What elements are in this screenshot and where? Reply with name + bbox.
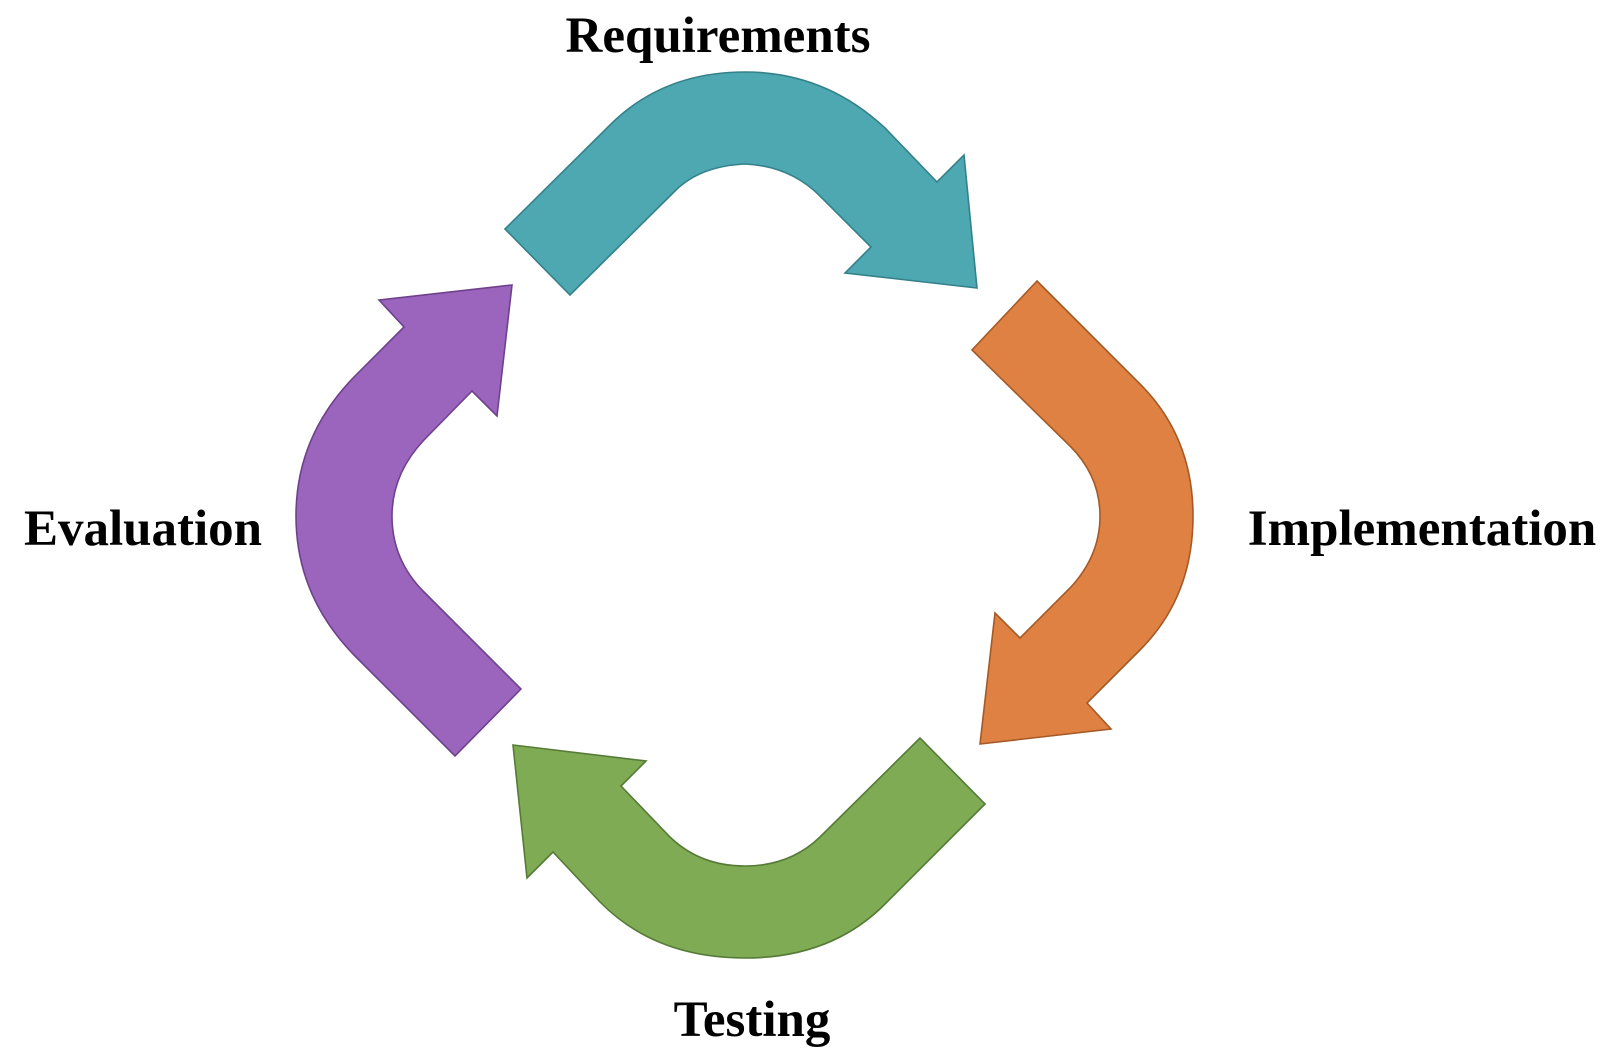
- evaluation-arrow: [295, 284, 523, 758]
- requirements-arrow: [503, 71, 978, 297]
- label-implementation: Implementation: [1248, 501, 1596, 557]
- testing-arrow: [512, 736, 987, 959]
- implementation-arrow: [970, 279, 1194, 745]
- label-evaluation: Evaluation: [24, 501, 262, 557]
- label-requirements: Requirements: [565, 8, 870, 64]
- label-testing: Testing: [674, 992, 831, 1048]
